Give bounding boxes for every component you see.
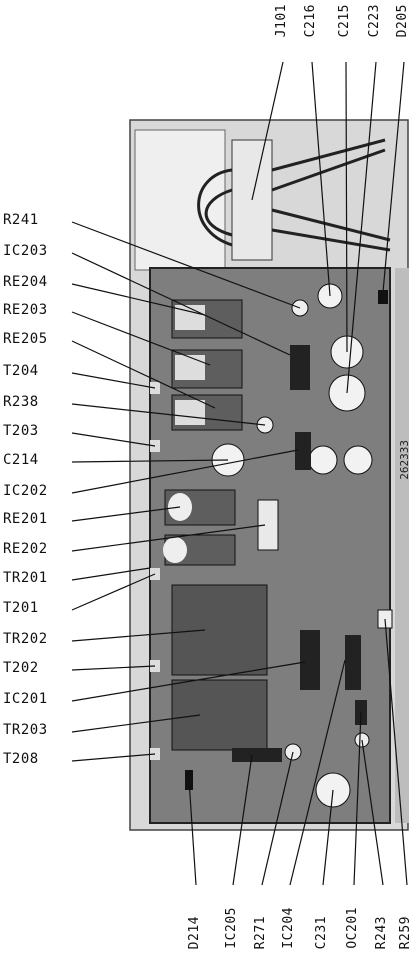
leader-r259 bbox=[384, 618, 408, 886]
label-t201: T201 bbox=[3, 600, 39, 616]
label-t208: T208 bbox=[3, 751, 39, 767]
leader-r241 bbox=[71, 221, 301, 309]
leader-lines bbox=[71, 61, 408, 886]
label-r259: R259 bbox=[398, 915, 413, 949]
leader-re204 bbox=[71, 283, 206, 316]
leader-re201 bbox=[71, 506, 181, 522]
capacitor-a bbox=[308, 445, 338, 475]
chassis-top-bracket bbox=[134, 129, 226, 271]
leader-c231 bbox=[322, 789, 334, 886]
label-tr202: TR202 bbox=[3, 631, 48, 647]
leader-ic204 bbox=[289, 659, 346, 886]
label-tr201: TR201 bbox=[3, 570, 48, 586]
diode-d205 bbox=[378, 290, 388, 304]
leader-t201 bbox=[71, 573, 156, 611]
leader-ic201 bbox=[71, 661, 306, 702]
leader-t203 bbox=[71, 432, 156, 447]
label-re202: RE202 bbox=[3, 541, 48, 557]
capacitor-b bbox=[343, 445, 373, 475]
transformer-tr202 bbox=[171, 584, 268, 676]
label-r271: R271 bbox=[253, 915, 268, 949]
leader-tr203 bbox=[71, 714, 201, 733]
leader-tr202 bbox=[71, 629, 206, 642]
board-code: 262333 bbox=[398, 440, 411, 480]
label-ic201: IC201 bbox=[3, 691, 48, 707]
label-ic202: IC202 bbox=[3, 483, 48, 499]
label-ic203: IC203 bbox=[3, 243, 48, 259]
label-tr203: TR203 bbox=[3, 722, 48, 738]
leader-c215 bbox=[345, 61, 348, 353]
leader-ic205 bbox=[232, 754, 253, 886]
label-j101: J101 bbox=[274, 4, 289, 38]
label-c215: C215 bbox=[337, 4, 352, 38]
label-re205: RE205 bbox=[3, 331, 48, 347]
transformer-tr201 bbox=[257, 499, 279, 551]
label-r238: R238 bbox=[3, 394, 39, 410]
leader-re203 bbox=[71, 311, 211, 366]
board-edge bbox=[395, 268, 409, 823]
ic-ic201 bbox=[300, 630, 320, 690]
leader-r271 bbox=[261, 751, 294, 886]
ic-ic203 bbox=[290, 345, 310, 390]
leader-t208 bbox=[71, 753, 156, 762]
leader-d214 bbox=[188, 779, 197, 886]
leader-r238 bbox=[71, 403, 266, 426]
leader-t202 bbox=[71, 665, 156, 671]
ic-ic204 bbox=[345, 635, 361, 690]
label-oc201: OC201 bbox=[345, 907, 360, 949]
label-d205: D205 bbox=[395, 4, 410, 38]
label-ic205: IC205 bbox=[224, 907, 239, 949]
ic-ic202 bbox=[295, 432, 311, 470]
label-d214: D214 bbox=[187, 915, 202, 949]
ic-ic205 bbox=[232, 748, 282, 762]
leader-tr201 bbox=[71, 567, 151, 581]
label-t204: T204 bbox=[3, 363, 39, 379]
label-ic204: IC204 bbox=[281, 907, 296, 949]
label-re201: RE201 bbox=[3, 511, 48, 527]
transformer-tr203 bbox=[171, 679, 268, 751]
leader-ic202 bbox=[71, 449, 299, 494]
leader-r243 bbox=[361, 739, 384, 886]
leader-c216 bbox=[311, 61, 331, 297]
label-c214: C214 bbox=[3, 452, 39, 468]
label-re204: RE204 bbox=[3, 274, 48, 290]
leader-d205 bbox=[382, 61, 405, 293]
label-c223: C223 bbox=[367, 4, 382, 38]
label-t202: T202 bbox=[3, 660, 39, 676]
label-r241: R241 bbox=[3, 212, 39, 228]
label-t203: T203 bbox=[3, 423, 39, 439]
leader-c223 bbox=[346, 61, 377, 394]
label-c231: C231 bbox=[314, 915, 329, 949]
leader-re205 bbox=[71, 340, 216, 409]
leader-j101 bbox=[251, 61, 284, 201]
label-r243: R243 bbox=[374, 915, 389, 949]
leader-ic203 bbox=[71, 252, 291, 356]
leader-t204 bbox=[71, 372, 156, 389]
label-c216: C216 bbox=[303, 4, 318, 38]
leader-oc201 bbox=[353, 711, 362, 886]
leader-c214 bbox=[71, 459, 229, 463]
leader-re202 bbox=[71, 524, 266, 552]
label-re203: RE203 bbox=[3, 302, 48, 318]
